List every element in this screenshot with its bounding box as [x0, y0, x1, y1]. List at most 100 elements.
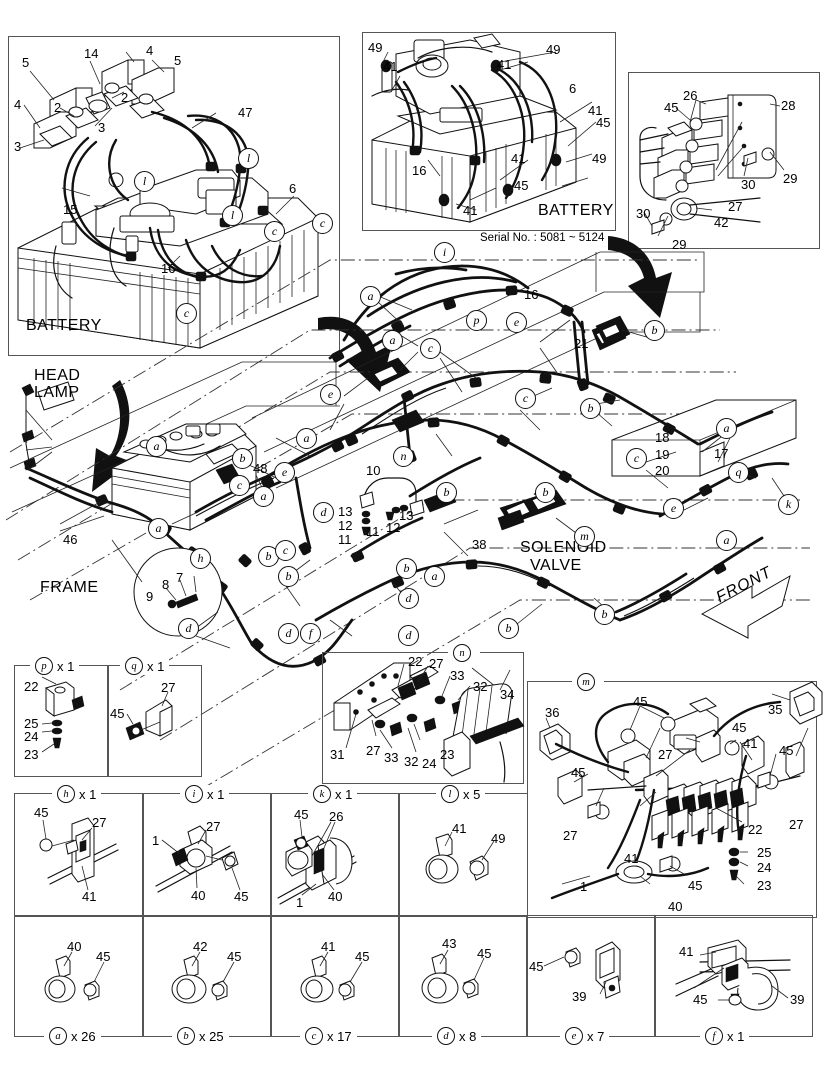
- callout-main-c5: c: [229, 475, 250, 496]
- callout-main-q: q: [728, 462, 749, 483]
- num-k-45: 45: [294, 807, 309, 822]
- num-l-41: 41: [452, 821, 467, 836]
- callout-id-d: d: [437, 1027, 455, 1045]
- panel-battery-left: [8, 36, 340, 356]
- num-n-33a: 33: [450, 668, 465, 683]
- callout-main-p: p: [466, 310, 487, 331]
- caption-detail-m: m: [572, 673, 604, 691]
- num-main-12a: 12: [338, 518, 353, 533]
- callout-main-h: h: [190, 548, 211, 569]
- num-main-10: 10: [366, 463, 381, 478]
- caption-detail-e: e x 7: [560, 1027, 610, 1045]
- qty-d: x 8: [459, 1028, 477, 1044]
- num-m-40: 40: [668, 899, 683, 914]
- callout-main-a3: a: [296, 428, 317, 449]
- num-k-1: 1: [296, 895, 304, 910]
- num-main-21: 21: [574, 336, 589, 351]
- num-rb-29b: 29: [672, 237, 687, 252]
- num-m-41b: 41: [624, 851, 639, 866]
- num-main-18: 18: [655, 430, 670, 445]
- callout-main-d2: d: [178, 618, 199, 639]
- callout-main-b5: b: [535, 482, 556, 503]
- num-rb-30b: 30: [636, 206, 651, 221]
- num-m-45d: 45: [571, 765, 586, 780]
- num-main-13a: 13: [338, 504, 353, 519]
- num-n-22: 22: [408, 654, 423, 669]
- panel-battery-right: [362, 32, 616, 231]
- num-m-45e: 45: [688, 878, 703, 893]
- callout-main-a9: a: [716, 530, 737, 551]
- qty-c: x 17: [327, 1028, 352, 1044]
- qty-k: x 1: [335, 786, 353, 802]
- num-main-11b: 11: [366, 524, 380, 539]
- num-main-17: 17: [714, 446, 729, 461]
- label-frame: FRAME: [40, 579, 99, 596]
- num-rb-30a: 30: [741, 177, 756, 192]
- num-f-45: 45: [693, 992, 708, 1007]
- num-br-41b: 41: [497, 57, 512, 72]
- num-5b: 5: [174, 53, 182, 68]
- num-q-45: 45: [110, 706, 125, 721]
- callout-id-i: i: [185, 785, 203, 803]
- qty-p: x 1: [57, 658, 75, 674]
- num-f-41: 41: [679, 944, 694, 959]
- num-m-45c: 45: [779, 743, 794, 758]
- num-m-45b: 45: [732, 720, 747, 735]
- num-a-45: 45: [96, 949, 111, 964]
- num-n-33b: 33: [384, 750, 399, 765]
- num-rb-28: 28: [781, 98, 796, 113]
- num-main-48: 48: [253, 461, 268, 476]
- num-l-49: 49: [491, 831, 506, 846]
- num-q-27: 27: [161, 680, 176, 695]
- num-4b: 4: [14, 97, 22, 112]
- qty-q: x 1: [147, 658, 165, 674]
- num-m-23: 23: [757, 878, 772, 893]
- panel-detail-n: [322, 652, 524, 784]
- num-br-41d: 41: [511, 151, 526, 166]
- num-47: 47: [238, 105, 253, 120]
- num-b-45: 45: [227, 949, 242, 964]
- callout-main-a1: a: [360, 286, 381, 307]
- callout-main-c4: c: [275, 540, 296, 561]
- num-br-49a: 49: [368, 40, 383, 55]
- callout-l-2: l: [134, 171, 155, 192]
- callout-main-d3: d: [398, 588, 419, 609]
- callout-id-l: l: [441, 785, 459, 803]
- num-m-27b: 27: [563, 828, 578, 843]
- num-m-1: 1: [580, 879, 588, 894]
- callout-id-b: b: [177, 1027, 195, 1045]
- num-k-40: 40: [328, 889, 343, 904]
- callout-main-d4: d: [398, 625, 419, 646]
- num-m-45a: 45: [633, 694, 648, 709]
- num-p-25: 25: [24, 716, 39, 731]
- label-head-lamp-line1: HEAD: [34, 367, 81, 384]
- num-m-24: 24: [757, 860, 772, 875]
- qty-b: x 25: [199, 1028, 224, 1044]
- num-n-31: 31: [330, 747, 345, 762]
- callout-main-b9: b: [594, 604, 615, 625]
- callout-main-i: i: [434, 242, 455, 263]
- num-16: 16: [161, 261, 176, 276]
- callout-main-a8: a: [148, 518, 169, 539]
- num-main-9: 9: [146, 589, 154, 604]
- callout-main-b2: b: [580, 398, 601, 419]
- num-3a: 3: [98, 120, 106, 135]
- num-n-27b: 27: [366, 743, 381, 758]
- num-br-6: 6: [569, 81, 577, 96]
- num-rb-45: 45: [664, 100, 679, 115]
- num-m-36: 36: [545, 705, 560, 720]
- callout-c-1: c: [312, 213, 333, 234]
- num-m-27a: 27: [658, 747, 673, 762]
- caption-detail-p: p x 1: [30, 657, 80, 675]
- callout-main-e4: e: [663, 498, 684, 519]
- num-2a: 2: [54, 100, 62, 115]
- callout-c-2: c: [176, 303, 197, 324]
- callout-main-c2: c: [515, 388, 536, 409]
- num-e-45: 45: [529, 959, 544, 974]
- label-battery-left: BATTERY: [26, 317, 102, 334]
